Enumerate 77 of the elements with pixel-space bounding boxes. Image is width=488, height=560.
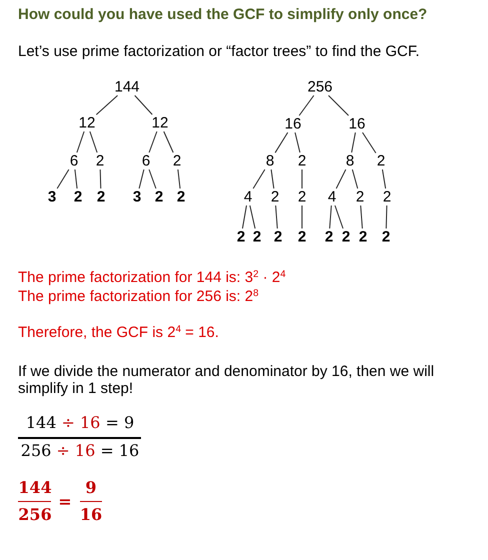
- branch-line: [163, 131, 174, 153]
- factor-number: 2: [94, 152, 106, 170]
- prime-factor: 3: [46, 188, 58, 206]
- prime-factor: 2: [324, 228, 334, 246]
- prime-factor: 2: [252, 228, 262, 246]
- branch-line: [89, 131, 98, 153]
- prime-factor: 3: [132, 188, 142, 206]
- branch-line: [362, 132, 376, 154]
- prime-factor: 2: [154, 188, 164, 206]
- branch-line: [334, 205, 344, 229]
- branch-line: [249, 205, 256, 229]
- branch-line: [328, 95, 349, 116]
- prime-factor: 2: [236, 228, 246, 246]
- factor-number: 144: [113, 78, 141, 96]
- branch-line: [138, 169, 144, 189]
- branch-line: [360, 205, 363, 229]
- factor-number: 4: [326, 188, 338, 206]
- factor-number: 2: [296, 152, 308, 170]
- prime-factor: 2: [358, 228, 368, 246]
- fraction-denominator: 256: [18, 506, 52, 524]
- factor-number: 256: [306, 78, 334, 96]
- factorization-statement: The prime factorization for 256 is: 2$^{8}$: [18, 288, 259, 305]
- explanation-text: If we divide the numerator and denominator by 16, then we will simplify in 1 step!: [18, 363, 436, 397]
- factor-number: 6: [140, 152, 152, 170]
- factor-number: 8: [264, 152, 276, 170]
- denominator-expression: 256 ÷ 16 = 16: [20, 442, 140, 460]
- branch-line: [336, 169, 346, 189]
- factor-number: 2: [376, 152, 386, 170]
- question-heading: How could you have used the GCF to simplify only once?: [18, 6, 428, 23]
- branch-line: [177, 169, 181, 189]
- equals-sign: =: [58, 493, 72, 511]
- branch-line: [76, 131, 85, 153]
- fraction-denominator: 16: [80, 506, 102, 524]
- factor-number: 4: [242, 188, 254, 206]
- prime-factor: 2: [72, 188, 84, 206]
- branch-line: [294, 132, 300, 153]
- branch-line: [382, 169, 386, 189]
- factor-number: 2: [270, 188, 280, 206]
- branch-line: [298, 95, 314, 116]
- branch-line: [274, 132, 288, 154]
- factor-number: 2: [382, 188, 392, 206]
- branch-line: [252, 168, 266, 190]
- conclusion-statement: Therefore, the GCF is 2$^{4}$ = 16.: [18, 324, 219, 341]
- prime-factor: 2: [96, 188, 106, 206]
- factorization-statement: The prime factorization for 144 is: 3$^{2}$ · 2$^{4}$: [18, 269, 286, 286]
- instruction-text: Let’s use prime factorization or “factor trees” to find the GCF.: [18, 43, 420, 60]
- branch-line: [148, 131, 158, 153]
- branch-line: [134, 95, 153, 115]
- branch-line: [242, 205, 247, 229]
- factor-number: 12: [150, 114, 170, 132]
- branch-line: [74, 169, 78, 189]
- factor-number: 8: [344, 152, 356, 170]
- fraction-numerator: 9: [85, 479, 97, 497]
- fraction-numerator: 144: [18, 479, 52, 497]
- branch-line: [352, 169, 358, 189]
- prime-factor: 2: [380, 228, 392, 246]
- factor-number: 16: [348, 116, 366, 132]
- prime-factor: 2: [340, 228, 352, 246]
- branch-line: [56, 168, 70, 190]
- prime-factor: 2: [272, 228, 284, 246]
- branch-line: [275, 205, 278, 229]
- factor-number: 12: [78, 114, 96, 132]
- numerator-expression: 144 ÷ 16 = 9: [26, 414, 134, 432]
- factor-number: 2: [354, 188, 366, 206]
- branch-line: [96, 95, 118, 116]
- branch-line: [386, 205, 388, 229]
- factor-number: 2: [172, 152, 182, 170]
- branch-line: [270, 169, 274, 189]
- factor-number: 16: [284, 116, 302, 132]
- branch-line: [100, 169, 102, 189]
- branch-line: [329, 205, 332, 229]
- factor-number: 2: [296, 188, 308, 206]
- factor-number: 6: [68, 152, 80, 170]
- branch-line: [148, 169, 156, 189]
- branch-line: [351, 132, 356, 153]
- prime-factor: 2: [296, 228, 308, 246]
- prime-factor: 2: [176, 188, 186, 206]
